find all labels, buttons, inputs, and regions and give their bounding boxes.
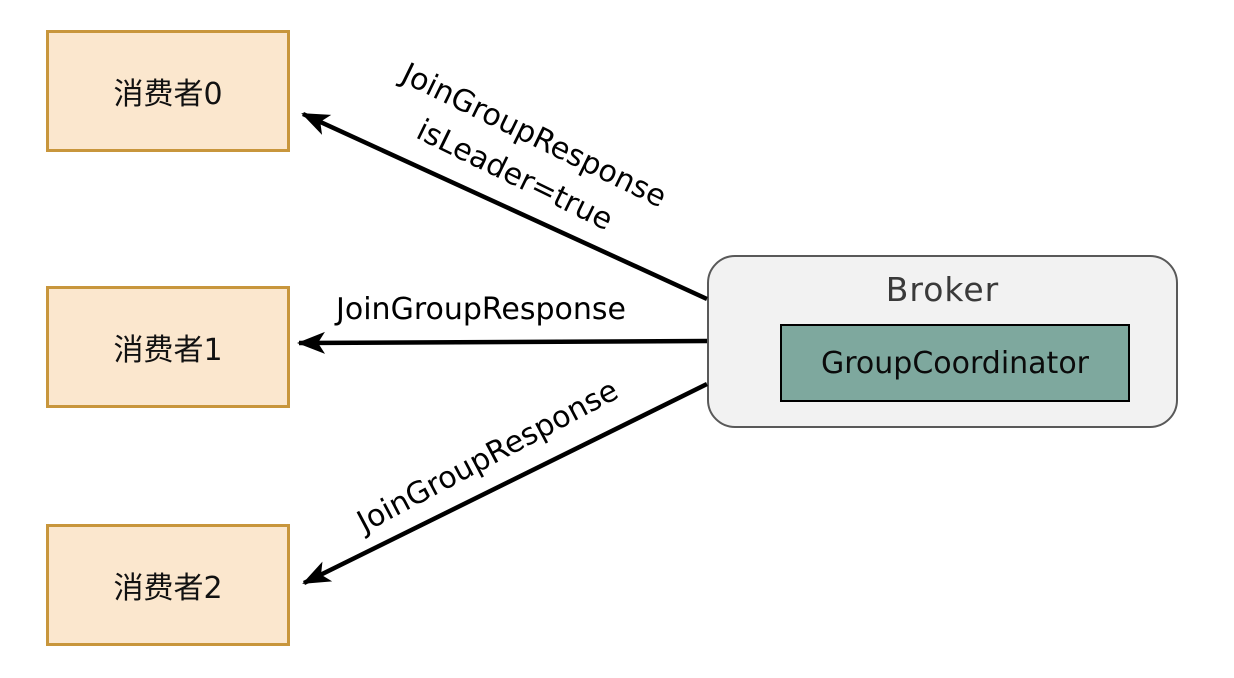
consumer-1-box: 消费者1 <box>46 286 290 408</box>
arrow-0-label: JoinGroupResponse isLeader=true <box>352 42 696 270</box>
group-coordinator-label: GroupCoordinator <box>820 345 1090 381</box>
consumer-2-label: 消费者2 <box>113 571 223 606</box>
consumer-0-box: 消费者0 <box>46 30 290 152</box>
arrow-2-label-line1: JoinGroupResponse <box>351 373 624 541</box>
broker-box: Broker GroupCoordinator <box>707 255 1178 428</box>
arrow-broker-to-consumer-1 <box>297 331 708 354</box>
arrow-2-label: JoinGroupResponse <box>328 358 649 556</box>
arrow-broker-to-consumer-2 <box>302 381 708 586</box>
group-coordinator-box: GroupCoordinator <box>780 324 1130 402</box>
consumer-2-box: 消费者2 <box>46 524 290 646</box>
consumer-1-label: 消费者1 <box>113 333 223 368</box>
arrow-1-label-line1: JoinGroupResponse <box>336 292 626 327</box>
consumer-0-label: 消费者0 <box>113 77 223 112</box>
broker-title: Broker <box>885 270 1000 309</box>
arrow-1-label: JoinGroupResponse <box>329 288 633 332</box>
